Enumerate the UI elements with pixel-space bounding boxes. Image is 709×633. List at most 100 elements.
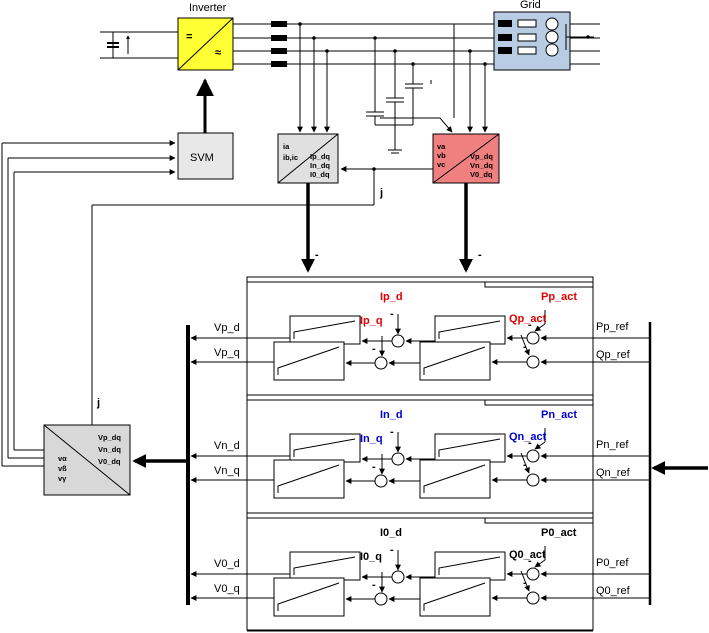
pi-power-q: [419, 341, 491, 381]
pi-power-q: [419, 577, 491, 617]
volt-out-p: Vp_dq: [470, 152, 493, 161]
pi-power-q-curve: [423, 582, 486, 611]
p-ref-label: Pn_ref: [596, 439, 629, 451]
volt-out-0: V0_dq: [470, 170, 493, 179]
grid-title: Grid: [520, 0, 541, 11]
q-act-label: Qp_act: [509, 313, 547, 325]
pi-power-q-curve: [423, 464, 486, 493]
pi-current-d-curve: [293, 320, 356, 339]
q-act-label: Q0_act: [509, 549, 546, 561]
grid-block: Grid: [493, 0, 594, 71]
pi-current-d-curve: [293, 556, 356, 575]
minus-sign: -: [523, 577, 527, 589]
grid-phase-a: [498, 30, 559, 44]
svm-label: SVM: [190, 152, 214, 164]
q-act-label: Qn_act: [509, 431, 547, 443]
p-ref-label: Pp_ref: [596, 321, 629, 333]
inverse-transform-block: Vp_dq Vn_dq V0_dq vα vß vγ: [43, 424, 131, 496]
pi-current-q: [273, 577, 345, 617]
i-d-label: Ip_d: [380, 291, 403, 303]
v-q-label: Vn_q: [214, 465, 240, 477]
out-in-p: Vp_dq: [98, 433, 121, 442]
i-q-label: In_q: [360, 433, 383, 445]
pi-power-q-curve: [423, 346, 486, 375]
minus-sign: -: [390, 308, 394, 320]
minus-sign: -: [523, 341, 527, 353]
pi-current-q: [273, 459, 345, 499]
cur-out-n: In_dq: [310, 161, 330, 170]
out-beta: vß: [58, 464, 67, 473]
svm-feedback: [1, 140, 176, 467]
pi-current-d: [289, 433, 361, 463]
sum-q: [526, 355, 540, 369]
pi-power-d-curve: [438, 438, 501, 457]
out-in-n: Vn_dq: [98, 445, 121, 454]
minus-sign: -: [523, 459, 527, 471]
sum-id: [391, 570, 405, 584]
out-in-0: V0_dq: [98, 457, 121, 466]
minus-sign: -: [528, 437, 532, 449]
out-gamma: vγ: [58, 474, 67, 483]
inverter-title: Inverter: [189, 2, 227, 14]
grid-phase-b: [498, 43, 559, 57]
inverter: = ≈ Inverter: [177, 2, 234, 71]
volt-in-a: va: [437, 142, 446, 151]
cur-out-p: Ip_dq: [310, 152, 330, 161]
dc-source: [100, 31, 178, 59]
voltage-bus: [132, 325, 190, 605]
minus-sign: -: [390, 426, 394, 438]
q-ref-label: Q0_ref: [596, 585, 631, 597]
cur-out-0: I0_dq: [310, 170, 330, 179]
pi-current-q-curve: [277, 464, 340, 493]
sum-iq: [374, 592, 388, 606]
pi-power-d: [434, 551, 506, 581]
v-q-label: Vp_q: [214, 347, 240, 359]
i-d-label: In_d: [380, 409, 403, 421]
p-act-label: Pp_act: [541, 291, 577, 303]
voltage-taps: [373, 24, 488, 133]
pi-current-d-curve: [293, 438, 356, 457]
volt-out-n: Vn_dq: [470, 161, 493, 170]
filter-capacitors: [366, 38, 432, 154]
svg-text:-: -: [315, 249, 319, 261]
voltage-transform-block: va vb vc Vp_dq Vn_dq V0_dq: [432, 133, 500, 184]
current-taps: [297, 22, 330, 133]
minus-sign: -: [390, 544, 394, 556]
minus-sign: -: [372, 343, 376, 355]
svg-text:-: -: [478, 249, 482, 261]
pi-current-q-curve: [277, 582, 340, 611]
out-alpha: vα: [58, 454, 67, 463]
v-q-label: V0_q: [214, 583, 240, 595]
p-ref-label: P0_ref: [596, 557, 629, 569]
v-d-label: Vn_d: [214, 440, 240, 452]
current-transform-block: ia ib,ic Ip_dq In_dq I0_dq: [277, 133, 339, 184]
sum-p: [526, 449, 540, 463]
sum-iq: [374, 356, 388, 370]
angle-line: j j: [91, 166, 433, 425]
i-q-label: Ip_q: [360, 315, 383, 327]
volt-in-c: vc: [437, 160, 445, 169]
pi-power-d-curve: [438, 556, 501, 575]
sum-q: [526, 473, 540, 487]
sum-q: [526, 591, 540, 605]
pi-current-q: [273, 341, 345, 381]
cur-in-a: ia: [283, 142, 290, 151]
i-d-label: I0_d: [380, 527, 402, 539]
pi-current-d: [289, 315, 361, 345]
minus-sign: -: [528, 555, 532, 567]
sum-p: [526, 567, 540, 581]
pi-power-d: [434, 315, 506, 345]
v-d-label: V0_d: [214, 558, 240, 570]
sum-p: [526, 331, 540, 345]
sum-id: [391, 334, 405, 348]
q-ref-label: Qp_ref: [596, 349, 631, 361]
grid-phase-c: [498, 17, 559, 31]
svg-text:j: j: [379, 187, 383, 199]
sum-iq: [374, 474, 388, 488]
svm-block: SVM: [177, 78, 234, 180]
cur-in-bc: ib,ic: [283, 153, 298, 162]
